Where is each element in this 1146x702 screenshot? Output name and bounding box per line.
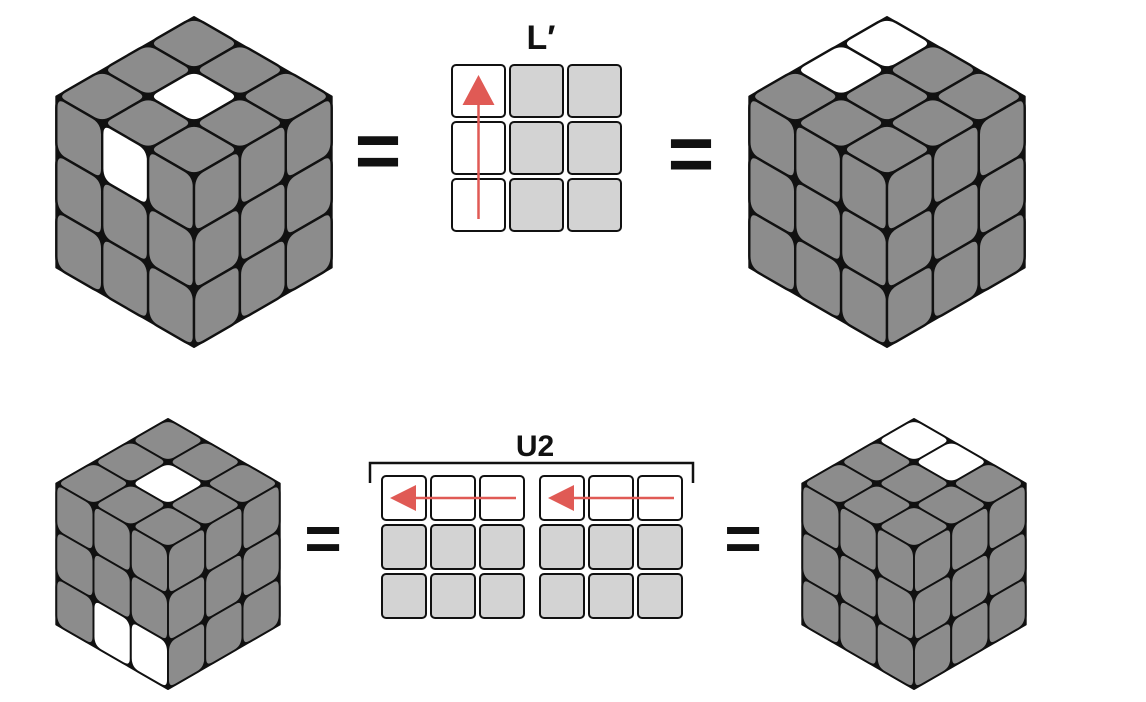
rotation-arrow-head <box>462 75 495 105</box>
right-face-sticker <box>977 98 1026 178</box>
right-face-sticker <box>977 212 1026 292</box>
move-label-l-prime: L′ <box>527 19 556 57</box>
equals-sign: = <box>668 109 715 198</box>
grid-cell <box>509 121 564 175</box>
cube-before-l-prime <box>55 16 333 348</box>
right-face-sticker <box>241 579 281 644</box>
grid-cell <box>381 573 427 619</box>
move-label-u2: U2 <box>516 430 554 463</box>
right-face-sticker <box>987 532 1027 597</box>
right-face-sticker <box>284 155 333 235</box>
grid-cell <box>430 573 476 619</box>
right-face-sticker <box>284 212 333 292</box>
grid-cell <box>567 64 622 118</box>
grid-cell <box>637 573 683 619</box>
grid-cell <box>509 178 564 232</box>
equals-sign: = <box>304 502 341 574</box>
grid-cell <box>588 573 634 619</box>
row-1: = L′ = <box>55 16 1026 348</box>
right-face-sticker <box>284 98 333 178</box>
grid-cell <box>567 121 622 175</box>
u2-notation-grid <box>381 475 683 619</box>
grid-cell <box>509 64 564 118</box>
row-2: = U2 = <box>55 418 1027 690</box>
grid-cell <box>539 524 585 570</box>
right-face-sticker <box>987 579 1027 644</box>
rotation-arrow-head <box>390 485 416 511</box>
right-face-sticker <box>987 485 1027 550</box>
grid-cell <box>567 178 622 232</box>
grid-cell <box>381 524 427 570</box>
grid-cell <box>588 524 634 570</box>
equals-sign: = <box>724 502 761 574</box>
right-face-sticker <box>241 532 281 597</box>
cube-before-u2 <box>55 418 281 690</box>
right-face-sticker <box>977 155 1026 235</box>
grid-cell <box>430 524 476 570</box>
right-face-sticker <box>241 485 281 550</box>
grid-cell <box>479 573 525 619</box>
cube-after-u2 <box>801 418 1027 690</box>
cube-after-l-prime <box>748 16 1026 348</box>
l-prime-notation-grid <box>451 64 622 232</box>
equals-sign: = <box>355 106 402 195</box>
grid-cell <box>479 524 525 570</box>
grid-cell <box>539 573 585 619</box>
grid-cell <box>637 524 683 570</box>
rotation-arrow-head <box>548 485 574 511</box>
bracket <box>368 461 695 483</box>
